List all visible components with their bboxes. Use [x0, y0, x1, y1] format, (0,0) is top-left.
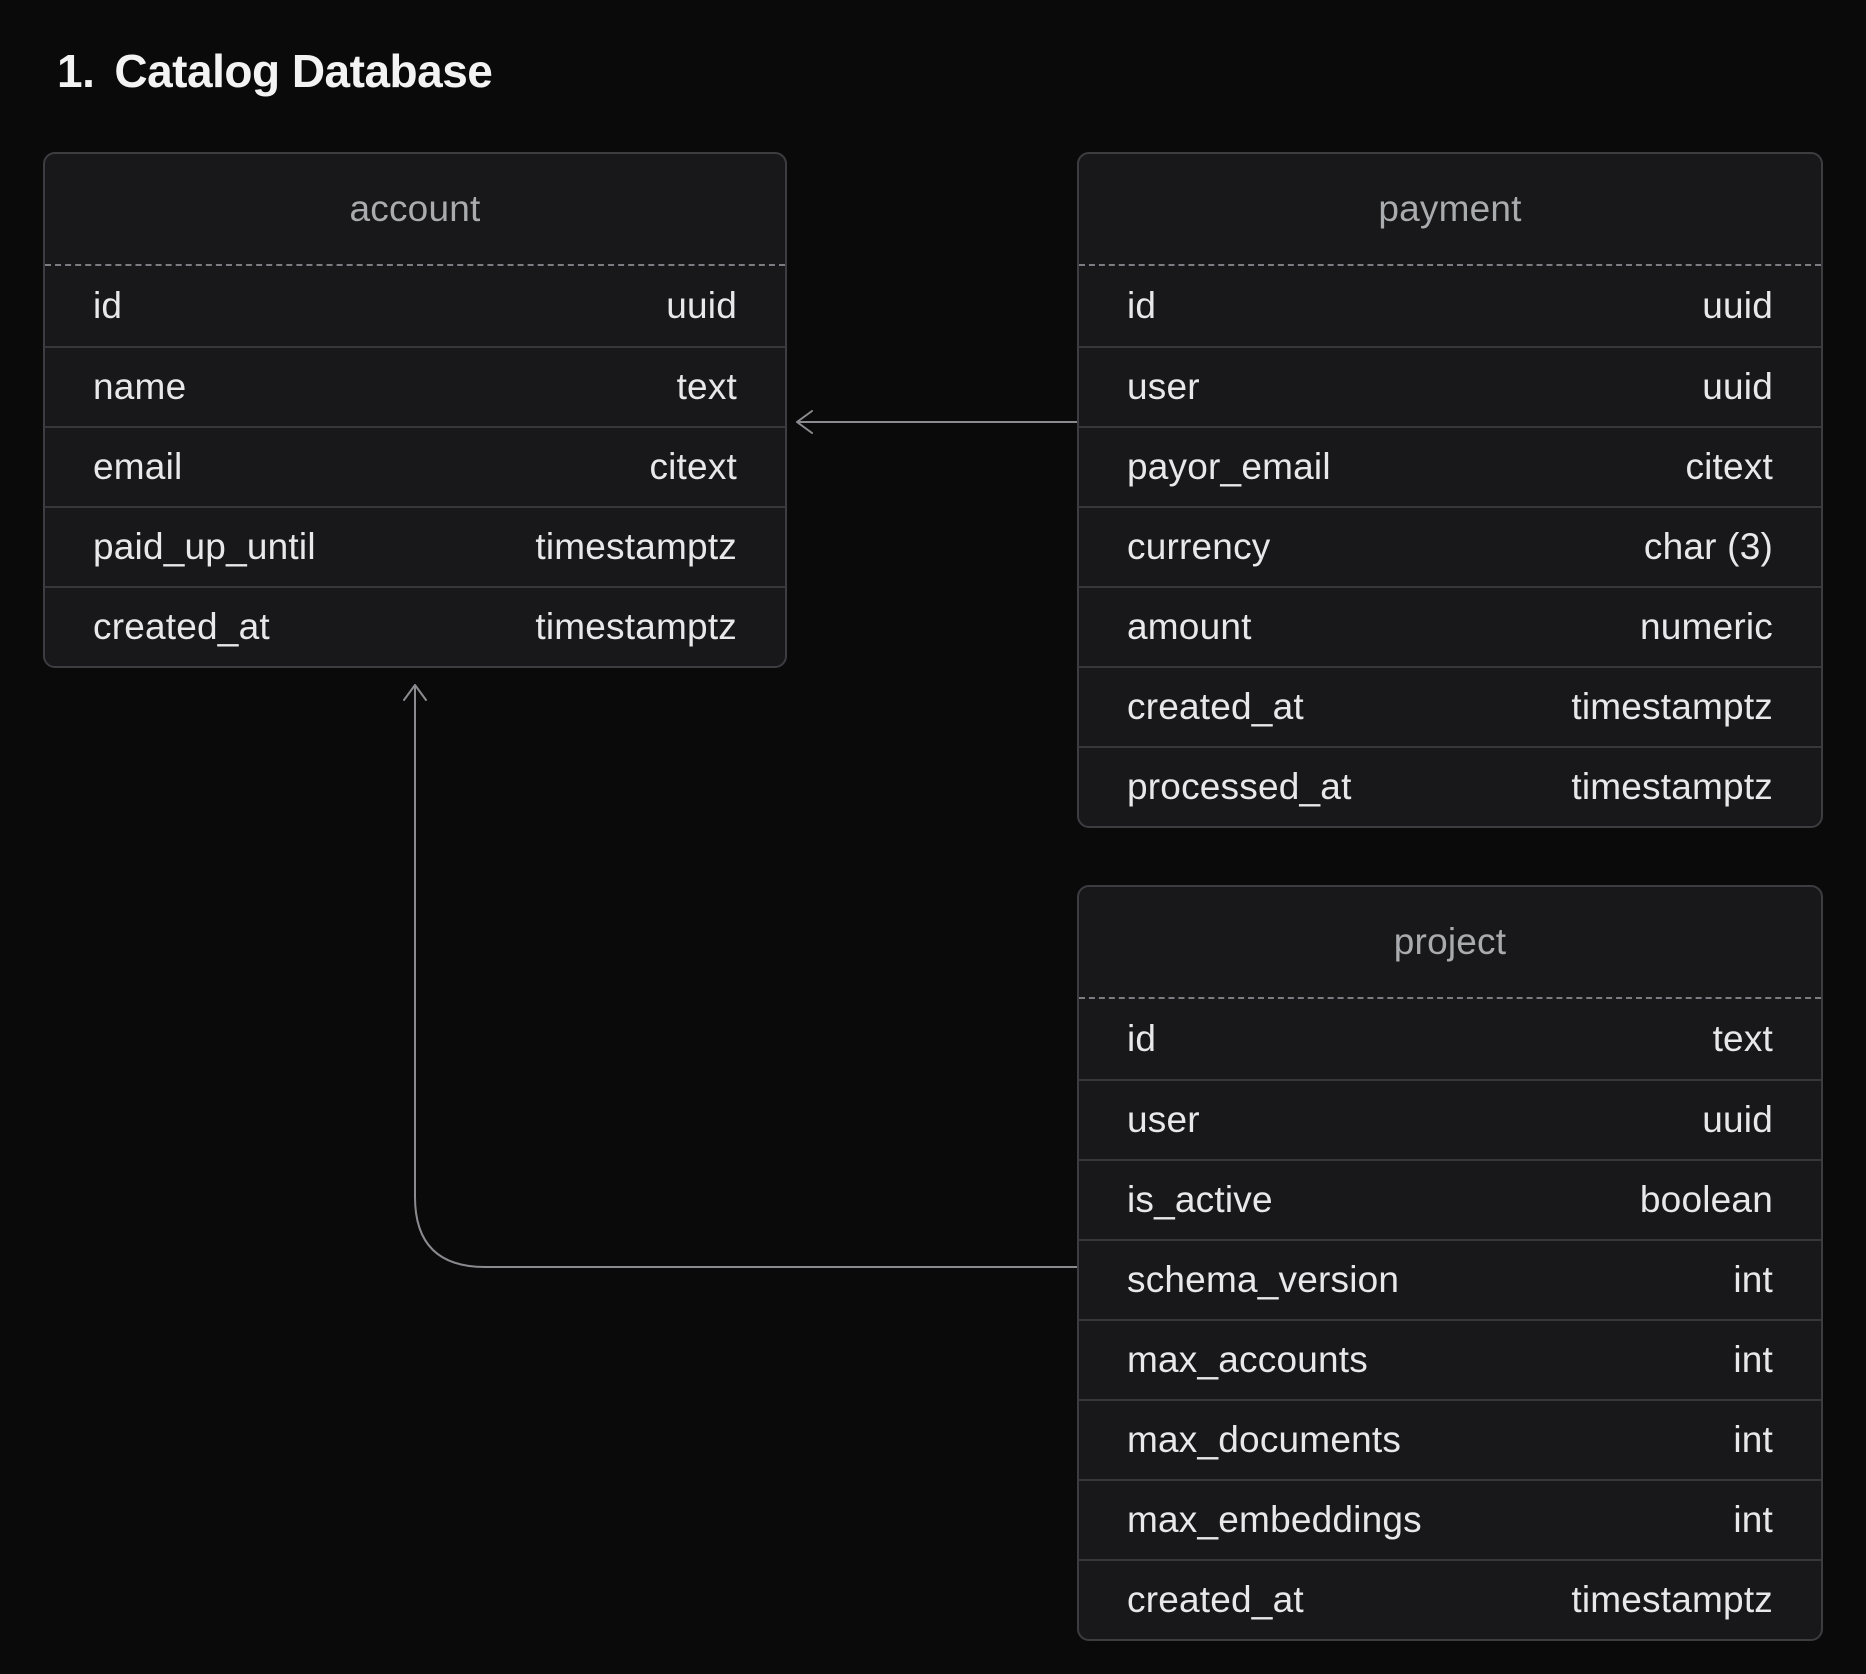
field-name: is_active	[1127, 1179, 1273, 1221]
field-type: uuid	[666, 285, 737, 327]
field-row[interactable]: schema_version int	[1079, 1239, 1821, 1319]
table-account[interactable]: account id uuid name text email citext paid_up…	[43, 152, 787, 668]
field-name: max_documents	[1127, 1419, 1401, 1461]
table-header: payment	[1079, 154, 1821, 266]
field-type: int	[1733, 1339, 1773, 1381]
field-type: uuid	[1702, 285, 1773, 327]
field-name: user	[1127, 366, 1200, 408]
field-name: paid_up_until	[93, 526, 316, 568]
field-row[interactable]: email citext	[45, 426, 785, 506]
table-name: account	[350, 188, 481, 230]
page-title: 1. Catalog Database	[57, 46, 492, 97]
table-payment[interactable]: payment id uuid user uuid payor_email citext c…	[1077, 152, 1823, 828]
field-row[interactable]: processed_at timestamptz	[1079, 746, 1821, 826]
field-name: max_accounts	[1127, 1339, 1368, 1381]
table-project[interactable]: project id text user uuid is_active boolean sc…	[1077, 885, 1823, 1641]
field-name: created_at	[1127, 686, 1304, 728]
field-row[interactable]: id uuid	[1079, 266, 1821, 346]
field-type: citext	[1685, 446, 1773, 488]
table-fields: iduuidnametextemailcitextpaid_up_untilti…	[45, 266, 785, 666]
connector-payment-to-account	[797, 411, 1077, 433]
field-name: id	[1127, 285, 1156, 327]
field-type: citext	[649, 446, 737, 488]
connector-project-to-account	[404, 685, 1077, 1267]
field-name: processed_at	[1127, 766, 1352, 808]
field-type: timestamptz	[1571, 766, 1773, 808]
field-row[interactable]: created_at timestamptz	[45, 586, 785, 666]
field-name: amount	[1127, 606, 1252, 648]
field-name: max_embeddings	[1127, 1499, 1422, 1541]
page-title-number: 1.	[57, 45, 94, 97]
field-row[interactable]: currency char (3)	[1079, 506, 1821, 586]
field-name: id	[93, 285, 122, 327]
field-name: name	[93, 366, 186, 408]
page-title-text: Catalog Database	[114, 45, 492, 97]
table-name: payment	[1378, 188, 1521, 230]
field-row[interactable]: paid_up_until timestamptz	[45, 506, 785, 586]
field-row[interactable]: max_accounts int	[1079, 1319, 1821, 1399]
field-type: boolean	[1640, 1179, 1773, 1221]
field-name: created_at	[93, 606, 270, 648]
field-type: text	[677, 366, 737, 408]
field-type: int	[1733, 1419, 1773, 1461]
field-type: char (3)	[1644, 526, 1773, 568]
field-row[interactable]: user uuid	[1079, 1079, 1821, 1159]
field-type: uuid	[1702, 1099, 1773, 1141]
table-fields: id text user uuid is_active boolean schema_ver…	[1079, 999, 1821, 1639]
field-row[interactable]: payor_email citext	[1079, 426, 1821, 506]
field-name: created_at	[1127, 1579, 1304, 1621]
field-name: payor_email	[1127, 446, 1331, 488]
field-name: id	[1127, 1018, 1156, 1060]
field-row[interactable]: max_embeddings int	[1079, 1479, 1821, 1559]
field-row[interactable]: created_at timestamptz	[1079, 1559, 1821, 1639]
table-name: project	[1394, 921, 1506, 963]
field-type: timestamptz	[535, 526, 737, 568]
field-row[interactable]: id uuid	[45, 266, 785, 346]
field-row[interactable]: name text	[45, 346, 785, 426]
field-type: int	[1733, 1499, 1773, 1541]
field-row[interactable]: id text	[1079, 999, 1821, 1079]
field-row[interactable]: user uuid	[1079, 346, 1821, 426]
table-header: account	[45, 154, 785, 266]
table-fields: iduuiduseruuidpayor_emailcitextcurrencyc…	[1079, 266, 1821, 826]
field-name: user	[1127, 1099, 1200, 1141]
field-row[interactable]: created_at timestamptz	[1079, 666, 1821, 746]
field-name: email	[93, 446, 182, 488]
table-header: project	[1079, 887, 1821, 999]
field-row[interactable]: max_documents int	[1079, 1399, 1821, 1479]
field-type: int	[1733, 1259, 1773, 1301]
field-type: uuid	[1702, 366, 1773, 408]
field-type: text	[1713, 1018, 1773, 1060]
field-name: currency	[1127, 526, 1270, 568]
field-row[interactable]: is_active boolean	[1079, 1159, 1821, 1239]
field-type: timestamptz	[1571, 1579, 1773, 1621]
field-row[interactable]: amount numeric	[1079, 586, 1821, 666]
field-type: numeric	[1640, 606, 1773, 648]
field-type: timestamptz	[535, 606, 737, 648]
field-name: schema_version	[1127, 1259, 1399, 1301]
field-type: timestamptz	[1571, 686, 1773, 728]
